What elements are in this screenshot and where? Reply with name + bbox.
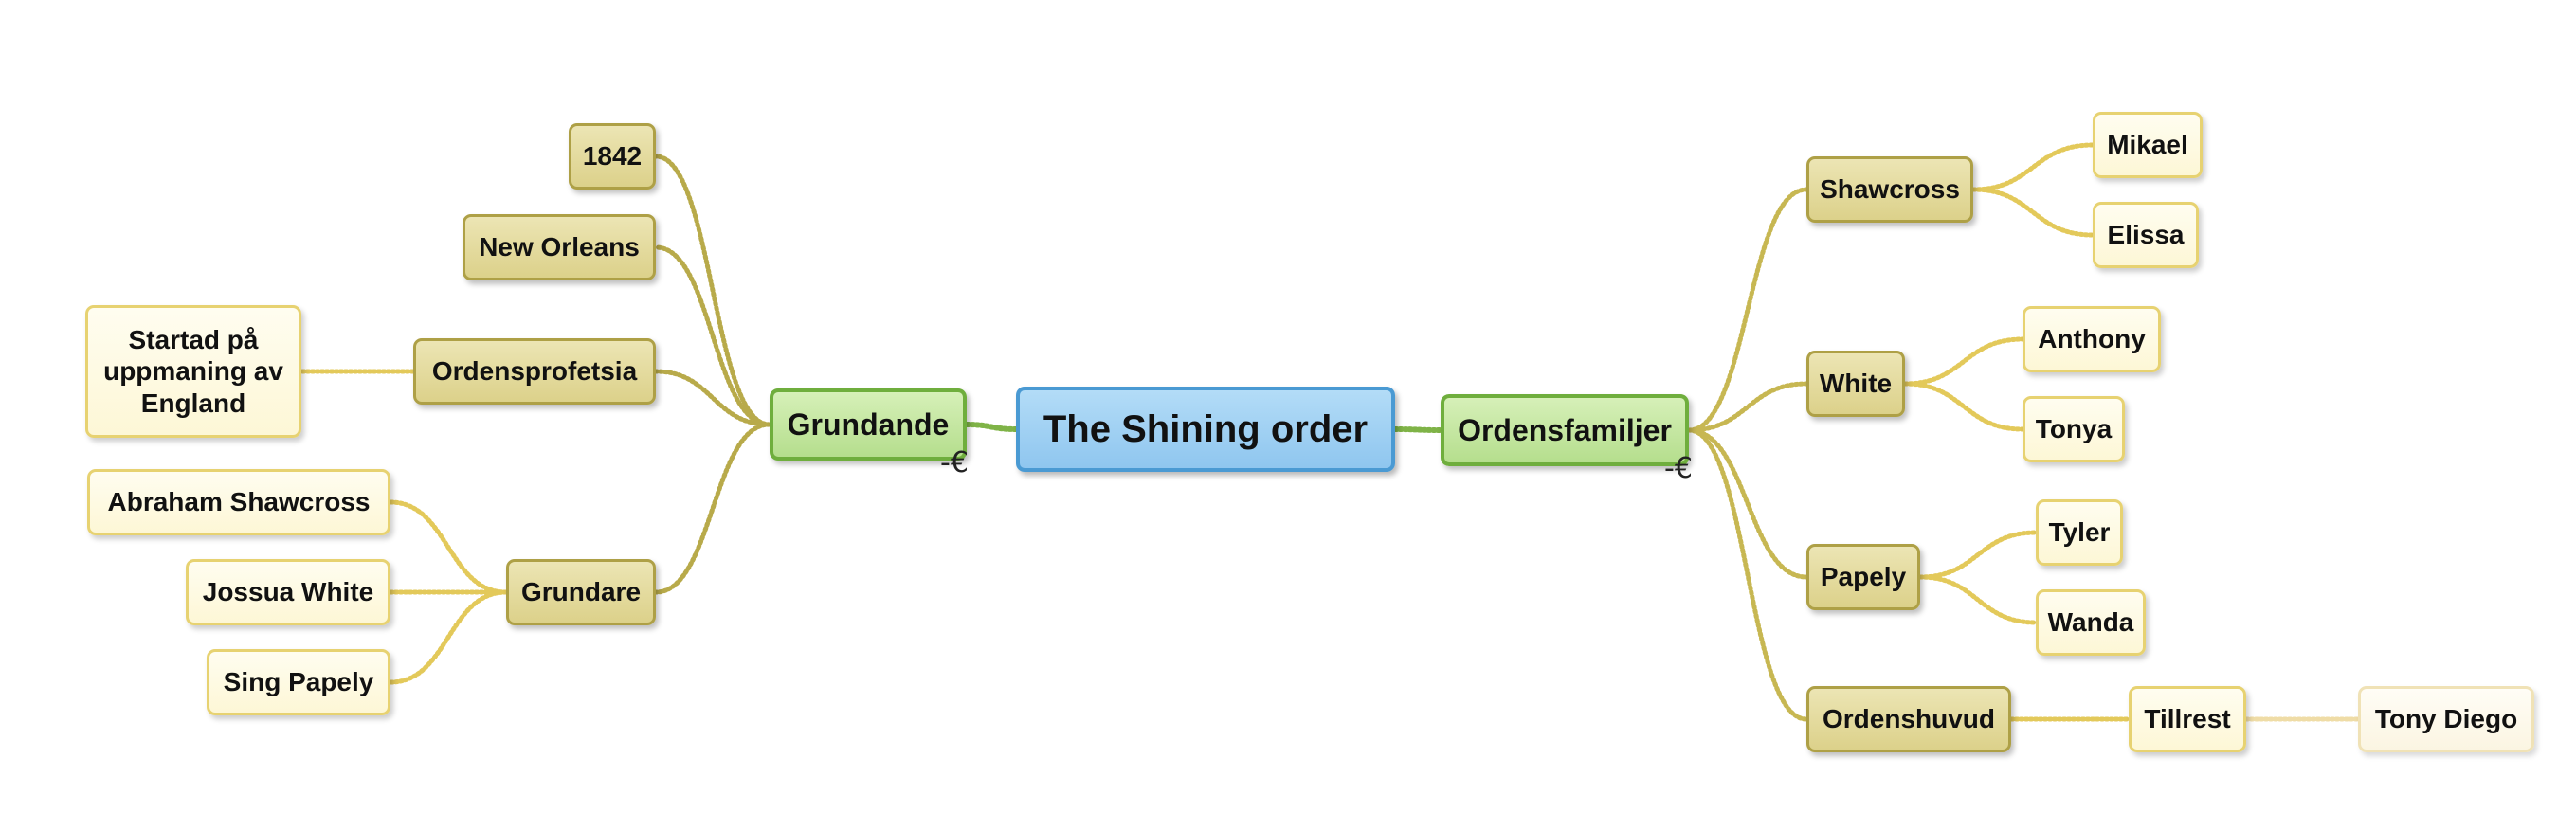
connector-central-grundande — [964, 422, 1019, 432]
connector-ordensfamiljer-child — [1686, 381, 1809, 433]
subtopic-shawcross[interactable]: Shawcross — [1806, 156, 1973, 223]
subtopic-1842[interactable]: 1842 — [569, 123, 656, 190]
leaf-startad-pa-uppmaning[interactable]: Startad på uppmaning av England — [85, 305, 301, 438]
connector-grundande-child — [653, 154, 772, 427]
connector-ordensfamiljer-child — [1686, 427, 1809, 722]
leaf-tonya[interactable]: Tonya — [2023, 396, 2125, 462]
subtopic-ordenshuvud[interactable]: Ordenshuvud — [1806, 686, 2011, 752]
leaf-tony-diego[interactable]: Tony Diego — [2358, 686, 2534, 752]
leaf-elissa[interactable]: Elissa — [2093, 202, 2199, 268]
connector-white-leaf — [1902, 381, 2025, 432]
main-topic-grundande[interactable]: Grundande — [770, 388, 967, 461]
connector-white-leaf — [1902, 336, 2025, 387]
subtopic-new-orleans[interactable]: New Orleans — [463, 214, 656, 280]
subtopic-grundare[interactable]: Grundare — [506, 559, 656, 625]
connector-grundare-leaf — [388, 499, 509, 595]
leaf-tillrest[interactable]: Tillrest — [2129, 686, 2246, 752]
subtopic-ordensprofetsia[interactable]: Ordensprofetsia — [413, 338, 656, 405]
leaf-anthony[interactable]: Anthony — [2023, 306, 2161, 372]
connector-papely-leaf — [1917, 530, 2039, 580]
leaf-mikael[interactable]: Mikael — [2093, 112, 2203, 178]
connector-shawcross-leaf — [1970, 187, 2095, 238]
leaf-wanda[interactable]: Wanda — [2036, 589, 2146, 656]
connector-grundare-leaf — [388, 589, 509, 685]
central-topic[interactable]: The Shining order — [1016, 387, 1395, 472]
leaf-jossua-white[interactable]: Jossua White — [186, 559, 390, 625]
connector-grundande-child — [653, 369, 772, 427]
connector-ordensfamiljer-child — [1686, 427, 1809, 580]
leaf-abraham-shawcross[interactable]: Abraham Shawcross — [87, 469, 390, 535]
subtopic-white[interactable]: White — [1806, 351, 1905, 417]
connector-central-ordensfamiljer — [1392, 426, 1443, 433]
subtopic-papely[interactable]: Papely — [1806, 544, 1920, 610]
collapse-icon[interactable]: -€ — [940, 446, 969, 479]
connector-ordensfamiljer-child — [1686, 187, 1809, 433]
main-topic-ordensfamiljer[interactable]: Ordensfamiljer — [1441, 394, 1689, 466]
connector-grundande-child — [653, 422, 772, 595]
connector-grundande-child — [653, 244, 772, 427]
connector-papely-leaf — [1917, 574, 2039, 625]
connector-shawcross-leaf — [1970, 142, 2095, 192]
leaf-sing-papely[interactable]: Sing Papely — [207, 649, 390, 715]
collapse-icon[interactable]: -€ — [1664, 452, 1693, 485]
leaf-tyler[interactable]: Tyler — [2036, 499, 2123, 566]
